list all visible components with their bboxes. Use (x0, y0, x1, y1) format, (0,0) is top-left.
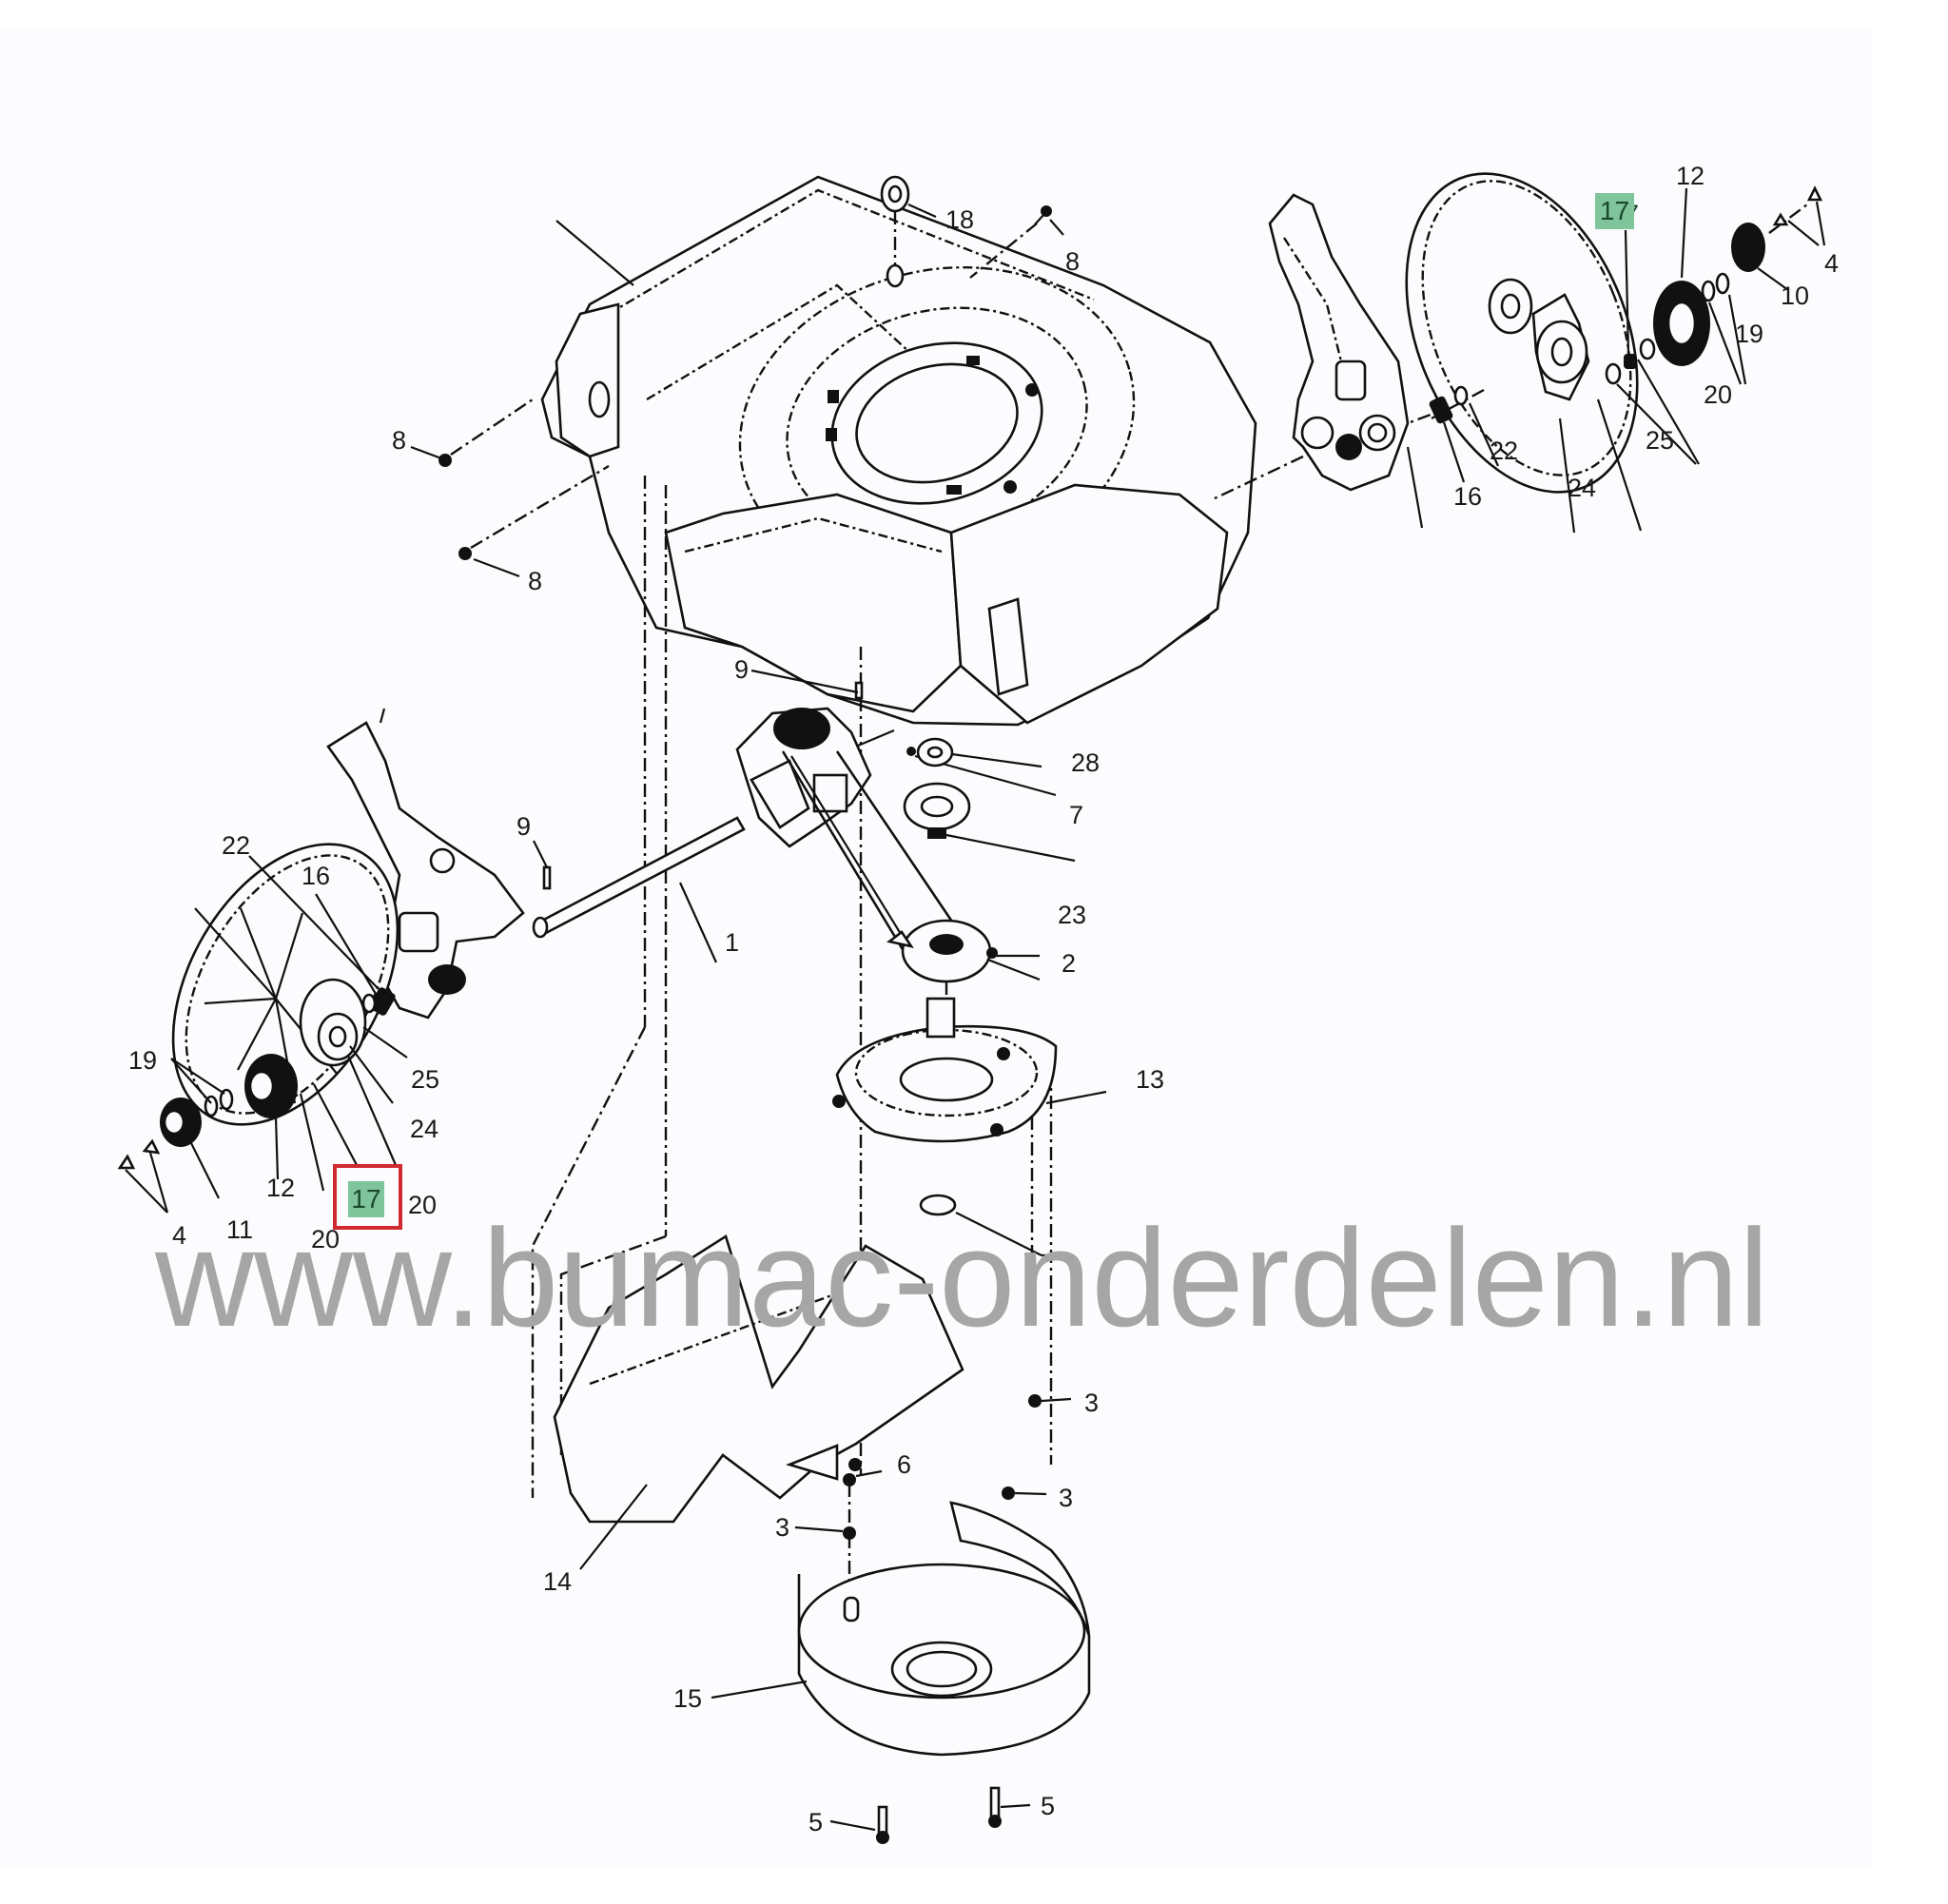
label-15: 15 (673, 1684, 702, 1713)
label-28: 28 (1071, 748, 1100, 777)
label-4: 4 (1824, 249, 1839, 278)
highlight-label: 17 (351, 1184, 381, 1214)
center-small-parts (533, 669, 1076, 890)
label-14: 14 (543, 1567, 572, 1596)
label-8: 8 (1065, 247, 1080, 276)
label-12: 12 (1676, 162, 1704, 190)
label-19: 19 (1735, 320, 1763, 348)
label-3: 3 (1084, 1389, 1099, 1417)
label-3: 3 (775, 1513, 789, 1542)
label-9: 9 (516, 812, 531, 841)
screws (794, 1394, 1072, 1540)
label-9: 9 (734, 655, 749, 684)
label-11: 11 (226, 1215, 253, 1244)
drive-shaft-1 (532, 816, 746, 963)
left-wheel-hardware (117, 855, 408, 1214)
right-wheel-hardware (1406, 185, 1826, 534)
label-16: 16 (302, 862, 330, 890)
label-4: 4 (172, 1221, 186, 1250)
mower-deck (540, 175, 1257, 727)
label-25: 25 (1646, 426, 1674, 455)
baffle-15 (711, 1501, 1091, 1757)
highlight-frame-part-17-left (333, 1164, 402, 1230)
label-16: 16 (1453, 482, 1482, 511)
highlight-label: 17 (1599, 196, 1630, 225)
label-5: 5 (808, 1808, 823, 1836)
label-8: 8 (528, 567, 542, 595)
pulley-2 (886, 919, 1040, 1027)
right-wheel (1405, 172, 1639, 494)
label-25: 25 (411, 1065, 439, 1094)
highlight-part-17-left: 17 (348, 1181, 384, 1217)
bolts-5 (829, 1786, 1031, 1844)
label-22: 22 (1490, 437, 1518, 465)
label-3: 3 (1059, 1484, 1073, 1512)
label-20: 20 (1704, 380, 1732, 409)
label-1: 1 (725, 928, 739, 957)
label-12: 12 (266, 1174, 295, 1202)
left-wheel (171, 843, 399, 1126)
label-8: 8 (392, 426, 406, 455)
highlight-part-17-right: 17 (1595, 193, 1634, 229)
bolt-8-top (969, 205, 1064, 279)
label-18: 18 (945, 205, 974, 234)
washer-18 (880, 175, 937, 288)
label-24: 24 (1568, 474, 1596, 502)
label-13: 13 (1136, 1065, 1164, 1094)
label-22: 22 (222, 831, 250, 860)
right-wheel-bracket (1268, 193, 1410, 492)
bolt-8-left-upper (410, 398, 534, 467)
label-2: 2 (1062, 949, 1076, 978)
part-labels: 18 8 8 8 17 12 4 10 19 20 25 24 22 16 9 … (128, 162, 1839, 1836)
watermark-text: www.bumac-onderdelen.nl (154, 1200, 1769, 1355)
bolt-8-left-lower (458, 464, 610, 578)
label-24: 24 (410, 1115, 438, 1143)
label-10: 10 (1781, 282, 1809, 310)
left-wheel-bracket (326, 708, 525, 1020)
label-6: 6 (897, 1450, 911, 1479)
label-20: 20 (408, 1191, 437, 1219)
label-19: 19 (128, 1046, 157, 1075)
label-20: 20 (311, 1225, 340, 1253)
label-7: 7 (1069, 801, 1083, 829)
baffle-13 (832, 997, 1107, 1257)
label-5: 5 (1041, 1792, 1055, 1820)
baffle-14 (553, 1234, 964, 1570)
label-23: 23 (1058, 901, 1086, 929)
